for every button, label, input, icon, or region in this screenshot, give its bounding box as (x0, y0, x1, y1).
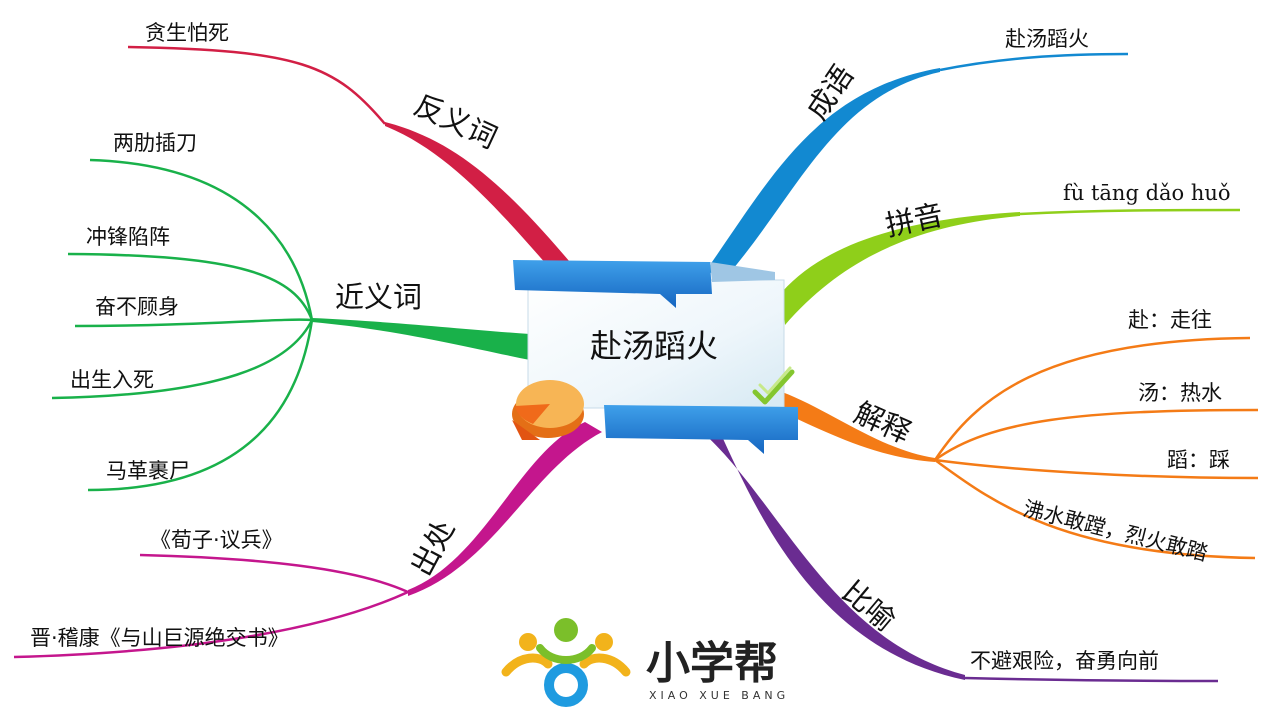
top-ribbon (513, 260, 712, 308)
synonym-item-5: 马革裹尸 (106, 459, 190, 483)
synonym-item-4: 出生入死 (70, 368, 154, 392)
branch-pinyin-leaf-line (1019, 208, 1241, 216)
explain-leaf-line-3 (934, 458, 1259, 480)
synonym-item-2: 冲锋陷阵 (86, 225, 170, 249)
synonym-leaf-line-2 (67, 252, 314, 321)
synonym-leaf-line-3 (74, 318, 313, 328)
branch-explain-trunk (782, 392, 935, 462)
synonym-leaf-line-4 (51, 319, 314, 400)
synonym-leaf-line-5 (87, 319, 314, 492)
idiom-item-1: 赴汤蹈火 (1005, 27, 1089, 51)
branch-idiom: 赴汤蹈火 成语 (705, 27, 1129, 275)
synonym-item-3: 奋不顾身 (95, 295, 179, 319)
branch-synonym-trunk (312, 318, 530, 360)
branch-synonym: 两肋插刀 冲锋陷阵 奋不顾身 出生入死 马革裹尸 近义词 (51, 131, 530, 492)
branch-synonym-label: 近义词 (335, 280, 422, 314)
branch-antonym-trunk (385, 122, 575, 272)
source-leaf-line-1 (139, 553, 409, 594)
branch-pinyin-label: 拼音 (882, 198, 946, 243)
synonym-item-1: 两肋插刀 (113, 131, 197, 155)
source-leaf-line-2 (13, 590, 409, 659)
explain-item-4: 沸水敢蹚，烈火敢踏 (1021, 497, 1210, 566)
central-label: 赴汤蹈火 (590, 327, 718, 365)
source-item-2: 晋·稽康《与山巨源绝交书》 (30, 626, 289, 650)
branch-source: 《荀子·议兵》 晋·稽康《与山巨源绝交书》 出处 (13, 422, 602, 659)
logo-subtitle: XIAO XUE BANG (649, 689, 789, 702)
branch-explain: 赴：走往 汤：热水 蹈：踩 沸水敢蹚，烈火敢踏 解释 (782, 308, 1259, 566)
top-ribbon-shade (710, 262, 775, 282)
metaphor-item-1: 不避艰险，奋勇向前 (970, 649, 1159, 673)
source-item-1: 《荀子·议兵》 (150, 528, 283, 552)
explain-leaf-line-1 (933, 336, 1251, 461)
branch-metaphor-leaf-line (964, 676, 1219, 683)
logo: 小学帮 XIAO XUE BANG (501, 618, 789, 707)
central-topic: 赴汤蹈火 (512, 260, 798, 454)
synonym-leaf-line-1 (89, 158, 314, 321)
branch-metaphor-trunk (700, 430, 965, 680)
antonym-item-1: 贪生怕死 (145, 21, 229, 45)
explain-item-2: 汤：热水 (1138, 381, 1222, 405)
branch-antonym-leaf-line (127, 45, 386, 125)
explain-item-3: 蹈：踩 (1167, 448, 1230, 472)
branch-pinyin: fù tāng dǎo huǒ 拼音 (782, 181, 1241, 325)
explain-leaf-line-2 (934, 408, 1259, 462)
logo-name: 小学帮 (646, 638, 778, 689)
branch-metaphor-label: 比喻 (836, 574, 902, 637)
branch-idiom-leaf-line (939, 52, 1129, 72)
branch-source-trunk (408, 422, 602, 596)
explain-item-1: 赴：走往 (1128, 308, 1212, 332)
pinyin-item-1: fù tāng dǎo huǒ (1063, 181, 1231, 205)
check-icon (752, 366, 795, 405)
bottom-ribbon (604, 405, 798, 454)
logo-people-icon (501, 618, 631, 707)
branch-idiom-trunk (705, 68, 940, 275)
branch-pinyin-trunk (782, 212, 1020, 325)
pie-chart-icon (512, 380, 584, 440)
explain-leaf-line-4 (934, 458, 1256, 560)
